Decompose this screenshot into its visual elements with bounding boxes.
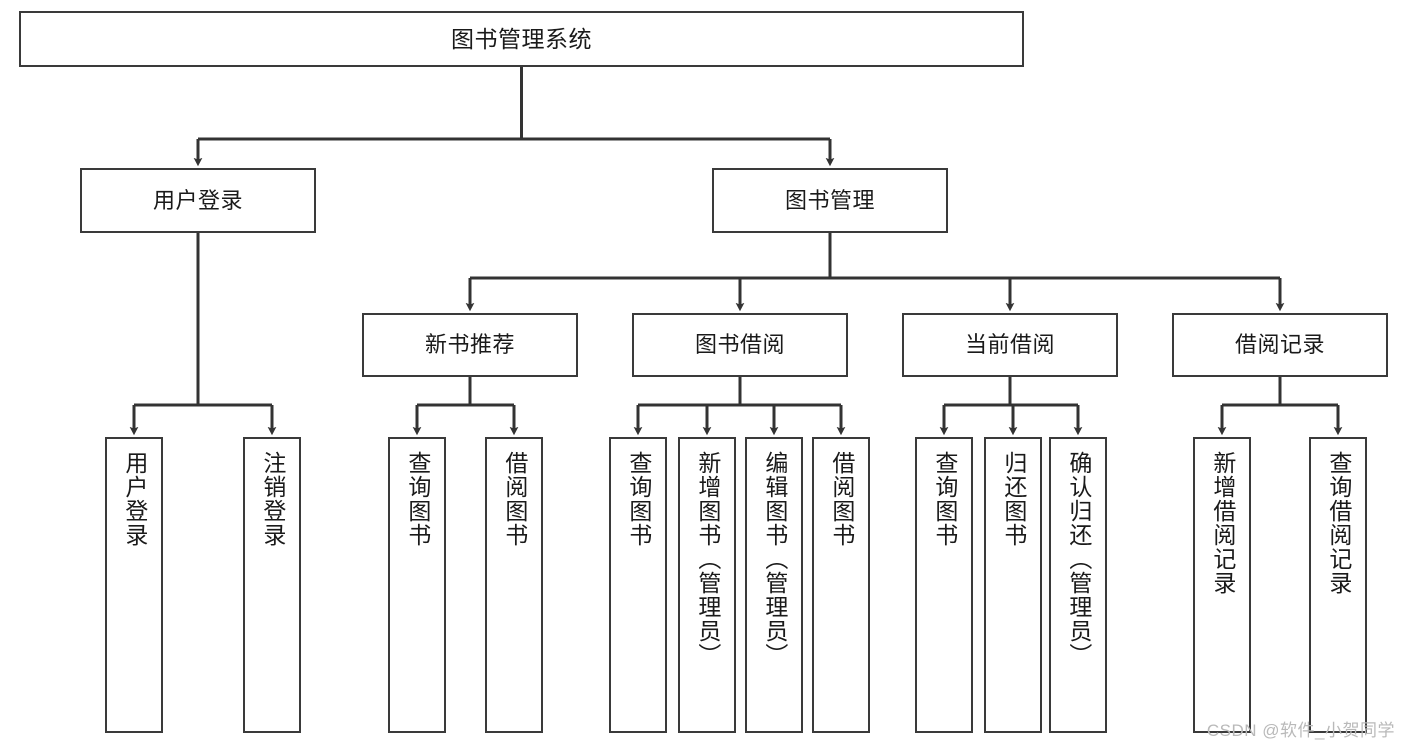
node-book-borrow[interactable]: 图书借阅 xyxy=(632,313,848,377)
leaf-borrow-borrow-book[interactable]: 借阅图书 xyxy=(812,437,870,733)
leaf-current-return-book[interactable]: 归还图书 xyxy=(984,437,1042,733)
node-label: 查询图书 xyxy=(931,451,958,547)
node-label: 归还图书 xyxy=(1000,451,1027,547)
leaf-record-add-borrow-record[interactable]: 新增借阅记录 xyxy=(1193,437,1251,733)
node-label: 新书推荐 xyxy=(424,332,515,358)
watermark-text: CSDN @软件_小贺同学 xyxy=(1206,721,1395,740)
node-label: 查询图书 xyxy=(404,451,431,547)
node-label: 图书借阅 xyxy=(694,332,785,358)
node-label: 新增借阅记录 xyxy=(1209,451,1236,595)
node-label: 用户登录 xyxy=(121,451,148,547)
leaf-user-logout[interactable]: 注销登录 xyxy=(243,437,301,733)
node-label: 注销登录 xyxy=(259,451,286,547)
leaf-newbook-query-book[interactable]: 查询图书 xyxy=(388,437,446,733)
leaf-current-confirm-return-admin[interactable]: 确认归还（管理员） xyxy=(1049,437,1107,733)
leaf-borrow-query-book[interactable]: 查询图书 xyxy=(609,437,667,733)
node-label: 确认归还（管理员） xyxy=(1065,451,1092,667)
leaf-user-login[interactable]: 用户登录 xyxy=(105,437,163,733)
node-label: 查询借阅记录 xyxy=(1325,451,1352,595)
node-label: 图书管理 xyxy=(784,187,875,213)
leaf-borrow-edit-book-admin[interactable]: 编辑图书（管理员） xyxy=(745,437,803,733)
leaf-borrow-add-book-admin[interactable]: 新增图书（管理员） xyxy=(678,437,736,733)
node-label: 编辑图书（管理员） xyxy=(761,451,788,667)
node-borrow-record[interactable]: 借阅记录 xyxy=(1172,313,1388,377)
node-current-borrow[interactable]: 当前借阅 xyxy=(902,313,1118,377)
node-label: 借阅图书 xyxy=(501,451,528,547)
leaf-record-query-borrow-record[interactable]: 查询借阅记录 xyxy=(1309,437,1367,733)
node-label: 查询图书 xyxy=(625,451,652,547)
node-label: 当前借阅 xyxy=(964,332,1055,358)
node-new-book-recommend[interactable]: 新书推荐 xyxy=(362,313,578,377)
node-label: 图书管理系统 xyxy=(451,25,592,52)
leaf-current-query-book[interactable]: 查询图书 xyxy=(915,437,973,733)
leaf-newbook-borrow-book[interactable]: 借阅图书 xyxy=(485,437,543,733)
node-label: 借阅图书 xyxy=(828,451,855,547)
node-user-login[interactable]: 用户登录 xyxy=(80,168,316,233)
node-label: 用户登录 xyxy=(152,187,243,213)
node-root-system[interactable]: 图书管理系统 xyxy=(19,11,1024,67)
node-book-management[interactable]: 图书管理 xyxy=(712,168,948,233)
node-label: 新增图书（管理员） xyxy=(694,451,721,667)
node-label: 借阅记录 xyxy=(1234,332,1325,358)
